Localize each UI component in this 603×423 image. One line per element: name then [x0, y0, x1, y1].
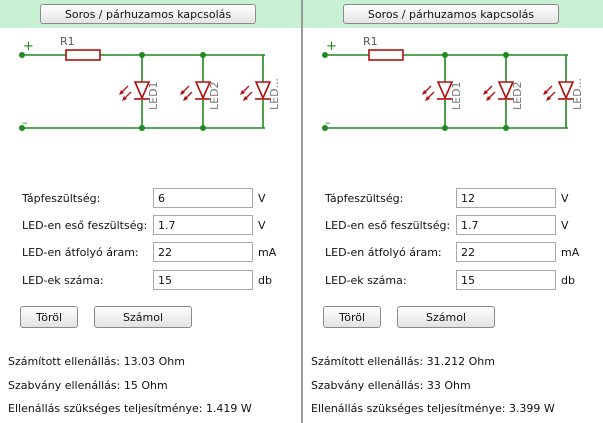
calculate-button[interactable]: Számol	[397, 306, 495, 328]
standard-resistance: Szabvány ellenállás: 33 Ohm	[311, 379, 471, 392]
led-label: LED1	[147, 81, 160, 110]
minus-terminal: –	[22, 116, 28, 129]
led-count-input[interactable]	[153, 270, 253, 290]
supply-voltage-label: Tápfeszültség:	[325, 192, 404, 205]
led-current-input[interactable]	[456, 242, 556, 262]
led-voltage-input[interactable]	[153, 215, 253, 235]
calculated-resistance: Számított ellenállás: 13.03 Ohm	[8, 355, 185, 368]
panel-divider	[301, 0, 303, 423]
resistor-symbol	[65, 49, 101, 61]
plus-terminal: +	[326, 39, 337, 54]
led-current-input[interactable]	[153, 242, 253, 262]
led-label: LED1	[450, 81, 463, 110]
resistor-symbol	[368, 49, 404, 61]
led-voltage-unit: V	[258, 219, 266, 232]
resistor-label: R1	[60, 35, 75, 48]
led-label: LED2	[208, 81, 221, 110]
led-current-label: LED-en átfolyó áram:	[325, 246, 442, 259]
supply-voltage-input[interactable]	[153, 188, 253, 208]
mode-toggle-button[interactable]: Soros / párhuzamos kapcsolás	[40, 4, 256, 24]
resistor-label: R1	[363, 35, 378, 48]
plus-terminal: +	[23, 39, 34, 54]
led-label: LED...	[571, 78, 584, 110]
led-symbol	[543, 81, 575, 101]
led-count-unit: db	[561, 274, 575, 287]
led-label: LED...	[268, 78, 281, 110]
calculated-resistance: Számított ellenállás: 31.212 Ohm	[311, 355, 495, 368]
led-current-unit: mA	[258, 246, 277, 259]
calculator-panel-left: Soros / párhuzamos kapcsolás	[0, 0, 301, 423]
led-voltage-label: LED-en eső feszültség:	[22, 219, 148, 232]
minus-terminal: –	[325, 116, 331, 129]
circuit-schematic: + – R1 LED1 LED2	[322, 35, 584, 131]
mode-toggle-button[interactable]: Soros / párhuzamos kapcsolás	[343, 4, 559, 24]
resistor-power: Ellenállás szükséges teljesítménye: 1.41…	[8, 402, 252, 415]
supply-voltage-unit: V	[258, 192, 266, 205]
led-voltage-label: LED-en eső feszültség:	[325, 219, 451, 232]
calculate-button[interactable]: Számol	[94, 306, 192, 328]
calculator-panel-right: Soros / párhuzamos kapcsolás	[303, 0, 603, 423]
led-count-input[interactable]	[456, 270, 556, 290]
clear-button[interactable]: Töröl	[323, 306, 381, 328]
led-symbol	[180, 81, 212, 101]
supply-voltage-label: Tápfeszültség:	[22, 192, 101, 205]
led-count-label: LED-ek száma:	[325, 274, 407, 287]
led-current-label: LED-en átfolyó áram:	[22, 246, 139, 259]
led-symbol	[119, 81, 151, 101]
led-label: LED2	[511, 81, 524, 110]
led-symbol	[422, 81, 454, 101]
circuit-schematic: + – R1 LED1 LED2	[19, 35, 281, 131]
led-symbol	[240, 81, 272, 101]
standard-resistance: Szabvány ellenállás: 15 Ohm	[8, 379, 168, 392]
led-voltage-input[interactable]	[456, 215, 556, 235]
led-count-label: LED-ek száma:	[22, 274, 104, 287]
led-voltage-unit: V	[561, 219, 569, 232]
resistor-power: Ellenállás szükséges teljesítménye: 3.39…	[311, 402, 555, 415]
led-symbol	[483, 81, 515, 101]
led-count-unit: db	[258, 274, 272, 287]
clear-button[interactable]: Töröl	[20, 306, 78, 328]
supply-voltage-unit: V	[561, 192, 569, 205]
led-current-unit: mA	[561, 246, 580, 259]
supply-voltage-input[interactable]	[456, 188, 556, 208]
